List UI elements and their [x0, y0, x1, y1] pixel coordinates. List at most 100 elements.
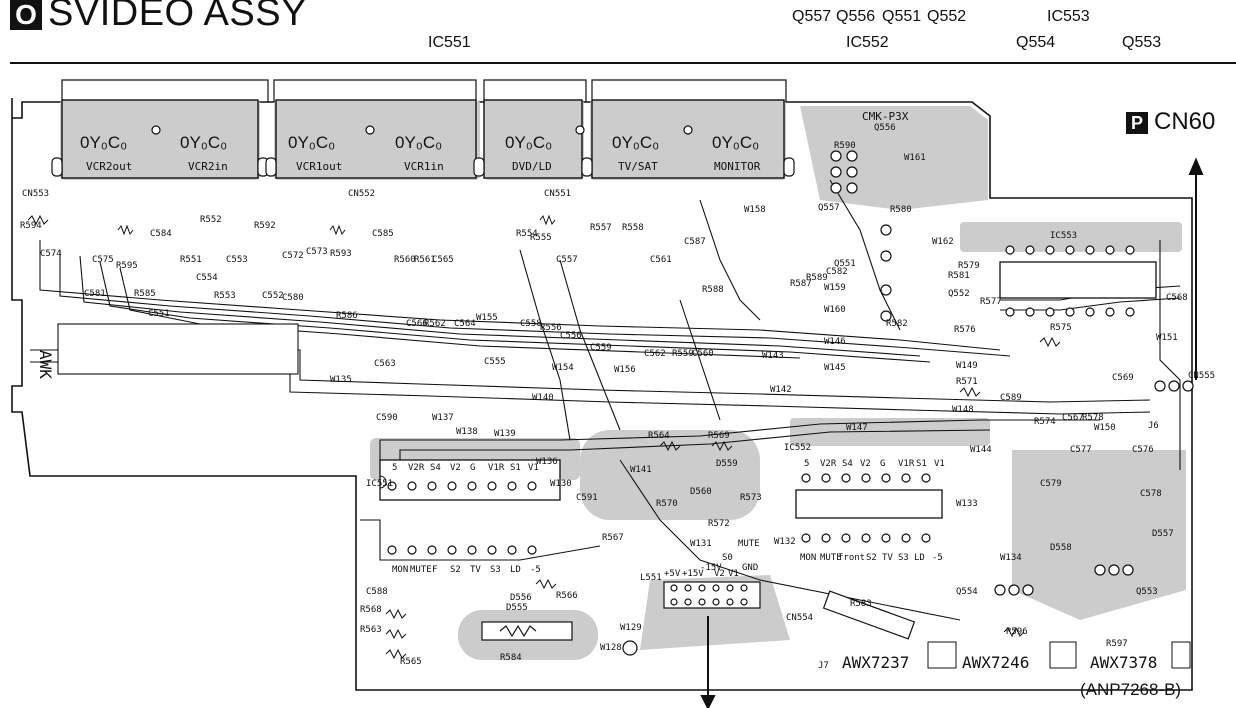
ic551	[379, 459, 561, 501]
lbl-c575: C575	[92, 255, 114, 265]
svg-text:5: 5	[392, 463, 397, 473]
lbl-c560: C560	[692, 349, 714, 359]
lbl-r597: R597	[1106, 639, 1128, 649]
lbl-w140: W140	[532, 393, 554, 403]
ic553	[999, 261, 1157, 299]
lbl-c572: C572	[282, 251, 304, 261]
lbl-c559: C559	[590, 343, 612, 353]
lbl-r551: R551	[180, 255, 202, 265]
lbl-ic551: IC551	[366, 479, 393, 489]
lbl-c590: C590	[376, 413, 398, 423]
svg-text:S1: S1	[916, 459, 927, 469]
jack-y-c-5: 0Y₀C₀	[505, 133, 552, 152]
lbl-w139: W139	[494, 429, 516, 439]
lbl-c558: C558	[520, 319, 542, 329]
lbl-j6: J6	[1148, 421, 1159, 431]
svg-text:F: F	[432, 565, 437, 575]
lbl-c556: C556	[560, 331, 582, 341]
jack-label-tvsat: TV/SAT	[618, 160, 658, 173]
board-id: CMK-P3X	[862, 110, 909, 123]
lbl-w150: W150	[1094, 423, 1116, 433]
ic552	[795, 489, 943, 519]
awk-box	[57, 323, 299, 375]
svg-text:S2: S2	[450, 565, 461, 575]
lbl-r556: R556	[540, 323, 562, 333]
lbl-c566: C566	[406, 319, 428, 329]
svg-text:MUTE: MUTE	[820, 553, 842, 563]
svg-text:V1R: V1R	[488, 463, 505, 473]
lbl-c553: C553	[226, 255, 248, 265]
lbl-w162: W162	[932, 237, 954, 247]
lbl-c588: C588	[366, 587, 388, 597]
lbl-r570: R570	[656, 499, 678, 509]
lbl-w154: W154	[552, 363, 574, 373]
lbl-r554: R554	[516, 229, 538, 239]
lbl-c565: C565	[432, 255, 454, 265]
jack-y-c-1: 0Y₀C₀	[80, 133, 127, 152]
lbl-w133: W133	[956, 499, 978, 509]
lbl-w131: W131	[690, 539, 712, 549]
lbl-r574: R574	[1034, 417, 1056, 427]
lbl-ic553: IC553	[1050, 231, 1077, 241]
lbl-w161: W161	[904, 153, 926, 163]
lbl-c587: C587	[684, 237, 706, 247]
lbl-r596: R596	[1006, 627, 1028, 637]
svg-text:S4: S4	[430, 463, 441, 473]
lbl-w143: W143	[762, 351, 784, 361]
lbl-r568: R568	[360, 605, 382, 615]
lbl-r558: R558	[622, 223, 644, 233]
lbl-c552: C552	[262, 291, 284, 301]
lbl-w136: W136	[536, 457, 558, 467]
connector-label: CN60	[1154, 108, 1216, 135]
svg-text:-5: -5	[932, 553, 943, 563]
lbl-r589: R589	[806, 273, 828, 283]
lbl-c589: C589	[1000, 393, 1022, 403]
lbl-r559: R559	[672, 349, 694, 359]
svg-text:S1: S1	[510, 463, 521, 473]
traces	[30, 179, 1181, 621]
jack-label-vcr2out: VCR2out	[86, 160, 132, 173]
svg-text:V1: V1	[934, 459, 945, 469]
cn554-pin-labels: +5V +15V -15V V2 V1 GND S0 MUTE	[664, 539, 760, 579]
svg-text:V2R: V2R	[408, 463, 425, 473]
jack-y-c-4: 0Y₀C₀	[395, 133, 442, 152]
lbl-c580: C580	[282, 293, 304, 303]
pcb-number-2: AWX7246	[962, 653, 1029, 672]
lbl-c581: C581	[84, 289, 106, 299]
svg-text:S3: S3	[898, 553, 909, 563]
svg-text:front: front	[838, 553, 865, 563]
pads	[387, 150, 1194, 656]
svg-text:MON: MON	[800, 553, 816, 563]
page-title: SVIDEO ASSY	[48, 0, 307, 34]
lbl-q556: Q556	[874, 123, 896, 133]
svg-text:S4: S4	[842, 459, 853, 469]
lbl-c582: C582	[826, 267, 848, 277]
lbl-q552: Q552	[948, 289, 970, 299]
header-rule	[10, 62, 1236, 64]
svg-text:V2R: V2R	[820, 459, 837, 469]
lbl-r577: R577	[980, 297, 1002, 307]
lbl-w146: W146	[824, 337, 846, 347]
lbl-cn554: CN554	[786, 613, 813, 623]
svg-text:G: G	[470, 463, 475, 473]
lbl-w155: W155	[476, 313, 498, 323]
lbl-w132: W132	[774, 537, 796, 547]
lbl-w147: W147	[846, 423, 868, 433]
lbl-w148: W148	[952, 405, 974, 415]
lbl-c585: C585	[372, 229, 394, 239]
svg-text:+5V: +5V	[664, 569, 681, 579]
lbl-w135: W135	[330, 375, 352, 385]
lbl-l551: L551	[640, 573, 662, 583]
lbl-r594: R594	[20, 221, 42, 231]
lbl-r592: R592	[254, 221, 276, 231]
lbl-w137: W137	[432, 413, 454, 423]
ic551-bottom-labels: MON MUTE F S2 TV S3 LD -5	[392, 565, 541, 575]
lbl-w128: W128	[600, 643, 622, 653]
lbl-c591: C591	[576, 493, 598, 503]
lbl-r560: R560	[394, 255, 416, 265]
svg-text:TV: TV	[470, 565, 481, 575]
lbl-r585: R585	[134, 289, 156, 299]
ic552-pin-labels: 5 V2R S4 V2 G V1R S1 V1	[804, 459, 945, 469]
lbl-r590: R590	[834, 141, 856, 151]
svg-text:MUTE: MUTE	[738, 539, 760, 549]
